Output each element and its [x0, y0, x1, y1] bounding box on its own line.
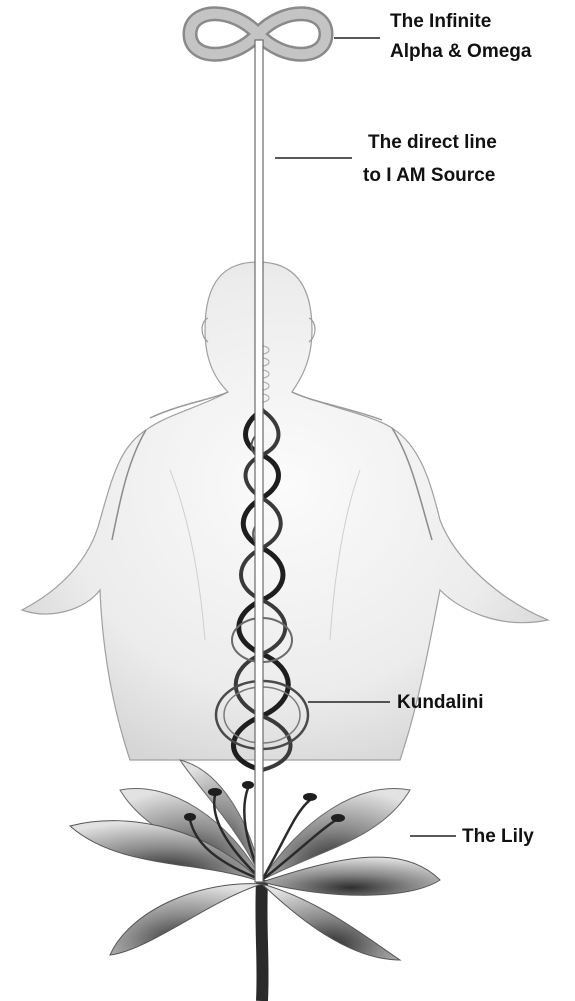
label-direct-line2: to I AM Source [363, 165, 495, 186]
label-lily: The Lily [462, 826, 534, 847]
direct-line-cord [255, 40, 263, 882]
label-direct-line1: The direct line [368, 132, 497, 153]
label-kundalini: Kundalini [397, 692, 484, 713]
label-infinite-line2: Alpha & Omega [390, 41, 532, 62]
label-infinite-line1: The Infinite [390, 11, 491, 32]
